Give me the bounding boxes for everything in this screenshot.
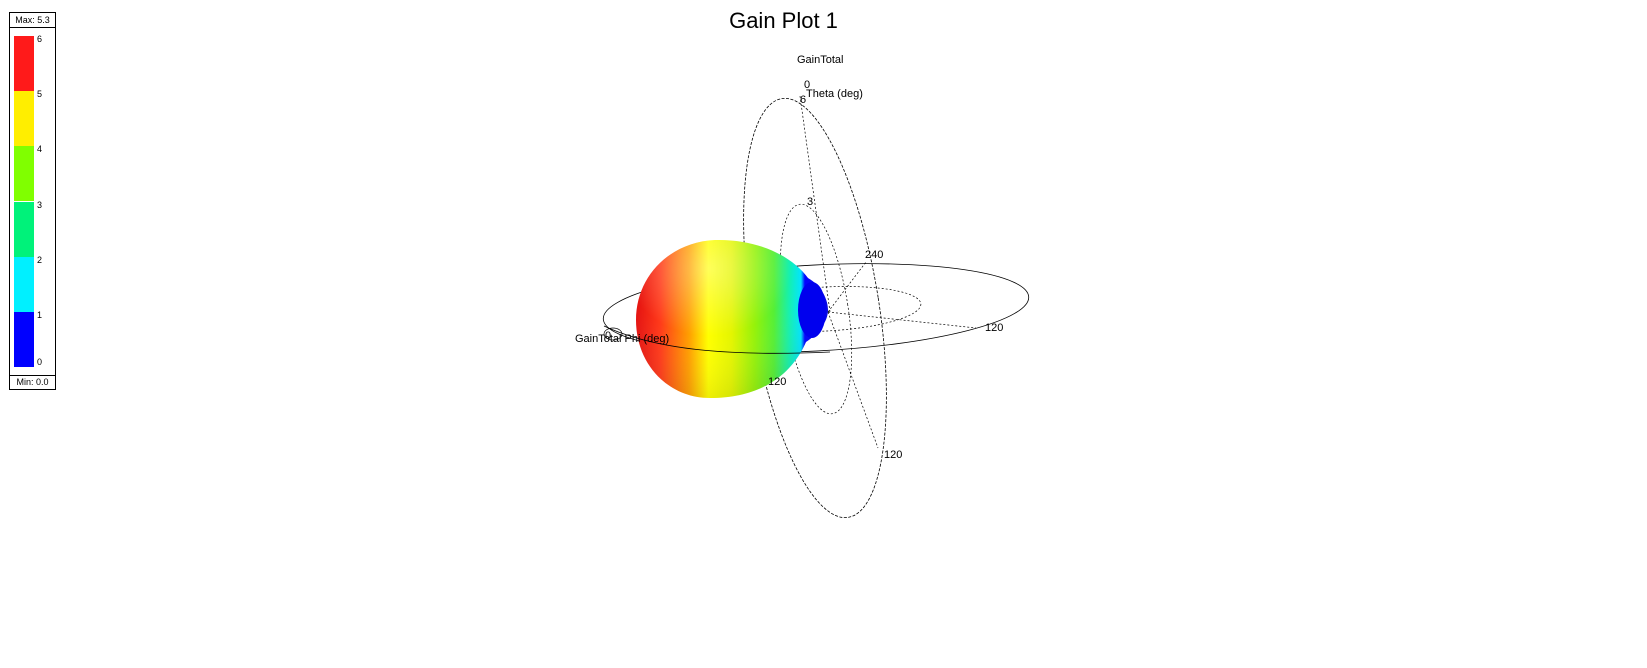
legend-band-4-5 [14, 91, 34, 147]
radiation-pattern-lobe [636, 239, 828, 398]
legend-tick-0: 0 [37, 357, 43, 367]
phi-ring-small [603, 327, 623, 341]
legend-band-3-4 [14, 146, 34, 202]
phi-spoke-120 [827, 311, 977, 329]
legend-tick-3: 3 [37, 199, 43, 210]
theta-axis-label: Theta (deg) [806, 88, 863, 100]
legend-band-5-6 [14, 36, 34, 92]
phi-label-0: 0 [605, 330, 611, 342]
legend-tick-2: 2 [37, 254, 43, 265]
theta-label-120-outer: 120 [884, 449, 902, 461]
theta-label-0: 0 [804, 79, 810, 91]
theta-label-120-inner: 120 [768, 376, 786, 388]
legend-top-divider [10, 27, 55, 28]
theta-title: GainTotal [797, 54, 843, 66]
phi-ring-front-arc [603, 325, 831, 354]
lobe-shading [636, 239, 828, 398]
phi-spoke-240 [827, 261, 867, 313]
legend-tick-1: 1 [37, 309, 43, 320]
phi-ring-outer [602, 263, 1030, 353]
phi-label-120: 120 [985, 322, 1003, 334]
legend-bottom-divider [10, 375, 55, 376]
color-legend: Max: 5.3 6 5 4 3 2 1 0 Min: 0.0 [9, 12, 56, 390]
legend-tick-6: 6 [37, 34, 43, 44]
phi-label-240: 240 [865, 249, 883, 261]
legend-tick-labels: 6 5 4 3 2 1 0 [37, 34, 53, 367]
theta-axis-line [799, 95, 831, 313]
legend-tick-4: 4 [37, 144, 43, 155]
legend-min-label: Min: 0.0 [16, 377, 49, 387]
legend-max-label: Max: 5.3 [15, 15, 50, 25]
legend-band-2-3 [14, 201, 34, 257]
radial-tick-6: 6 [800, 94, 806, 106]
phi-axis-label: GainTotal Phi (deg) [575, 333, 669, 345]
legend-band-1-2 [14, 256, 34, 312]
theta-spoke-120 [827, 311, 879, 449]
legend-color-bar [14, 36, 34, 367]
lobe-back-cap [798, 282, 826, 338]
plot-title: Gain Plot 1 [729, 8, 838, 33]
legend-tick-5: 5 [37, 89, 43, 100]
radial-tick-3: 3 [807, 196, 813, 208]
legend-band-0-1 [14, 311, 34, 367]
